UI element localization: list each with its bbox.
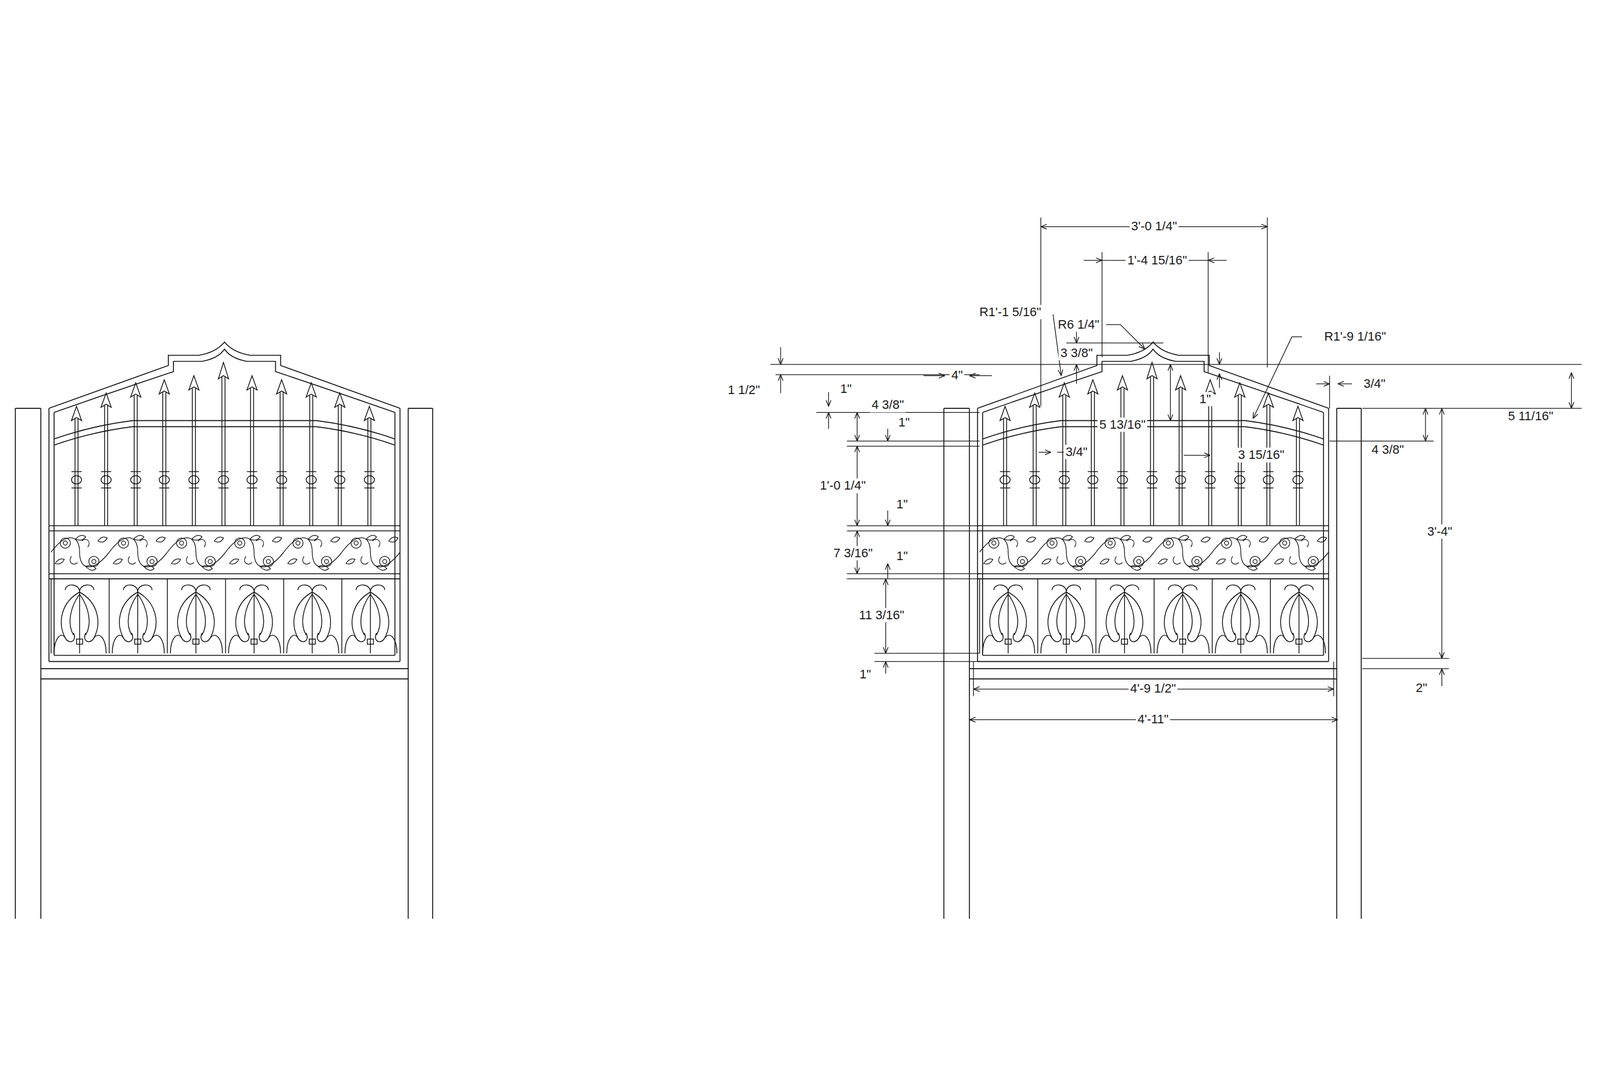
dimension-label: 4'-11" — [1136, 712, 1171, 727]
dimension-label: 4 3/8" — [1369, 442, 1406, 458]
dimension-label: R1'-9 1/16" — [1322, 329, 1388, 344]
dimension-label: 1" — [1197, 391, 1213, 406]
dimension-label: R6 1/4" — [1056, 317, 1102, 332]
dimension-label: 1'-4 15/16" — [1125, 253, 1189, 268]
dimension-label: 1" — [838, 381, 854, 396]
dimension-label: 4" — [949, 368, 965, 383]
dimension-label: 2" — [1414, 680, 1429, 695]
dimension-label: 4 3/8" — [869, 398, 906, 413]
dimension-label: 3'-0 1/4" — [1129, 219, 1179, 234]
dimension-label: 4'-9 1/2" — [1128, 681, 1179, 696]
dimension-label: 1" — [894, 496, 910, 512]
dimension-label: 3/4" — [1361, 376, 1387, 391]
gate-dimensioned — [943, 341, 1362, 919]
dimension-lines — [770, 217, 1582, 720]
dimension-label: 11 3/16" — [857, 608, 907, 623]
dimension-label: 5 13/16" — [1097, 417, 1147, 432]
gate-elevation — [15, 341, 433, 919]
dimension-label: 1" — [894, 548, 910, 563]
dimension-label: 1'-0 1/4" — [818, 478, 868, 493]
dimension-label: R1'-1 5/16" — [977, 305, 1043, 320]
dimension-label: 3'-4" — [1425, 524, 1454, 539]
dimension-label: 5 11/16" — [1506, 409, 1556, 424]
dimension-label: 3/4" — [1063, 444, 1089, 459]
dimension-label: 1" — [857, 667, 873, 682]
dimension-label: 1 1/2" — [726, 382, 762, 397]
dimension-label: 3 3/8" — [1058, 345, 1095, 360]
dimension-label: 7 3/16" — [831, 545, 875, 561]
dimension-label: 3 15/16" — [1236, 448, 1287, 463]
dimension-label: 1" — [896, 415, 912, 430]
